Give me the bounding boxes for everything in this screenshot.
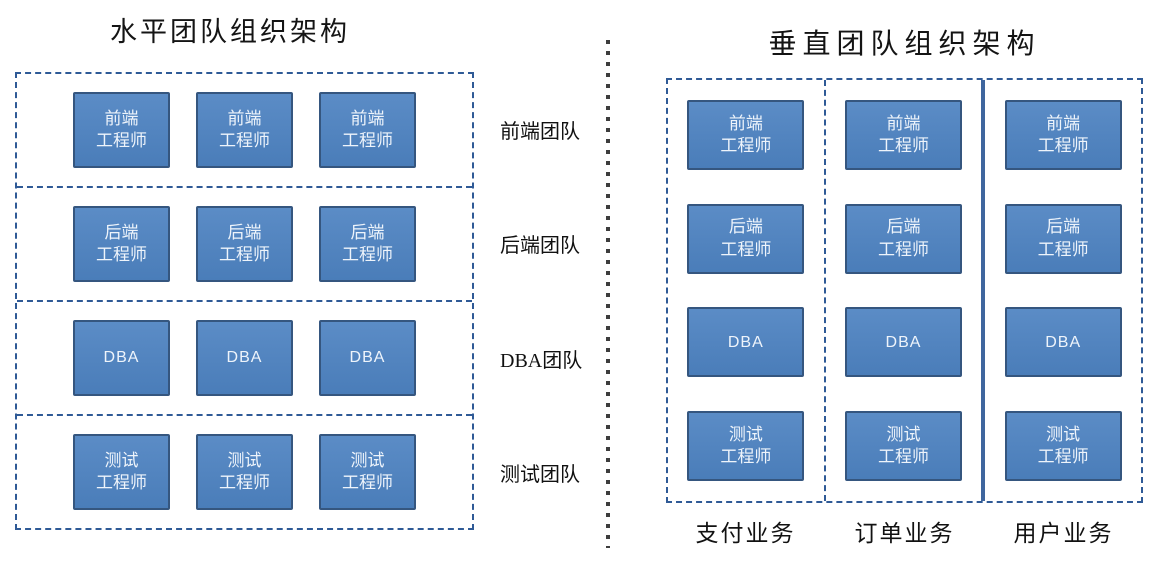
vertical-structure-title: 垂直团队组织架构 bbox=[768, 29, 1041, 60]
role-label-line2: 工程师 bbox=[96, 131, 147, 150]
vertical-structure-container: 前端 工程师 后端 工程师 DBA 测试 工程师 前端 工程师 后端 工程师 bbox=[666, 78, 1143, 503]
role-label-line1: 测试 bbox=[350, 450, 385, 470]
role-label-line2: 工程师 bbox=[878, 446, 929, 466]
team-label-backend: 后端团队 bbox=[500, 235, 580, 258]
role-label-line1: DBA bbox=[727, 333, 764, 351]
role-label-line2: 工程师 bbox=[720, 446, 772, 466]
role-box-frontend: 前端 工程师 bbox=[73, 92, 170, 168]
role-box-test: 测试 工程师 bbox=[319, 434, 416, 510]
role-label-line2: 工程师 bbox=[878, 239, 929, 259]
horizontal-structure-container: 前端 工程师 前端 工程师 前端 工程师 后端 工程师 后端 工程师 后端 bbox=[15, 72, 474, 530]
role-box-dba: DBA bbox=[687, 307, 805, 378]
role-label-line2: 工程师 bbox=[342, 473, 393, 492]
role-label-line1: 测试 bbox=[1046, 424, 1081, 444]
business-label-user: 用户业务 bbox=[1013, 521, 1114, 546]
role-label-line2: 工程师 bbox=[1037, 136, 1089, 155]
role-label-line2: 工程师 bbox=[1037, 446, 1089, 466]
business-column-payment: 前端 工程师 后端 工程师 DBA 测试 工程师 bbox=[668, 80, 824, 501]
role-label-line1: 后端 bbox=[886, 217, 921, 237]
role-label-line2: 工程师 bbox=[342, 131, 393, 150]
role-label-line1: 前端 bbox=[227, 108, 262, 128]
business-label-order: 订单业务 bbox=[854, 521, 955, 546]
role-box-test: 测试 工程师 bbox=[1004, 410, 1122, 481]
role-box-dba: DBA bbox=[196, 320, 293, 396]
role-label-line1: DBA bbox=[349, 349, 386, 367]
role-label-line2: 工程师 bbox=[878, 136, 929, 155]
center-dotted-divider bbox=[606, 40, 610, 548]
team-row-backend: 后端 工程师 后端 工程师 后端 工程师 bbox=[17, 186, 472, 300]
role-label-line1: DBA bbox=[885, 333, 922, 351]
role-label-line2: 工程师 bbox=[1037, 239, 1089, 259]
role-label-line1: 后端 bbox=[728, 217, 763, 237]
role-label-line1: 前端 bbox=[886, 113, 921, 133]
role-box-test: 测试 工程师 bbox=[687, 410, 805, 481]
role-box-frontend: 前端 工程师 bbox=[687, 100, 805, 170]
role-label-line1: 后端 bbox=[104, 222, 139, 242]
team-row-test: 测试 工程师 测试 工程师 测试 工程师 bbox=[17, 414, 472, 528]
team-label-test: 测试团队 bbox=[500, 464, 580, 487]
role-label-line1: 后端 bbox=[1046, 217, 1081, 237]
role-box-dba: DBA bbox=[845, 307, 962, 378]
role-box-test: 测试 工程师 bbox=[196, 434, 293, 510]
role-label-line1: 前端 bbox=[728, 113, 763, 133]
team-row-frontend: 前端 工程师 前端 工程师 前端 工程师 bbox=[17, 74, 472, 186]
role-label-line1: 后端 bbox=[350, 222, 385, 242]
team-labels-column: 前端团队 后端团队 DBA团队 测试团队 bbox=[500, 72, 604, 530]
role-box-dba: DBA bbox=[319, 320, 416, 396]
role-label-line2: 工程师 bbox=[96, 473, 147, 492]
role-label-line2: 工程师 bbox=[219, 473, 270, 492]
role-box-dba: DBA bbox=[1004, 307, 1122, 378]
role-box-frontend: 前端 工程师 bbox=[196, 92, 293, 168]
role-box-frontend: 前端 工程师 bbox=[1004, 100, 1122, 170]
role-label-line2: 工程师 bbox=[342, 245, 393, 264]
role-label-line1: 前端 bbox=[1046, 113, 1081, 133]
role-box-backend: 后端 工程师 bbox=[687, 203, 805, 274]
role-box-backend: 后端 工程师 bbox=[319, 206, 416, 282]
team-row-dba: DBA DBA DBA bbox=[17, 300, 472, 414]
role-label-line1: 前端 bbox=[350, 108, 385, 128]
role-label-line2: 工程师 bbox=[720, 239, 772, 259]
team-label-dba: DBA团队 bbox=[500, 349, 583, 372]
role-box-backend: 后端 工程师 bbox=[1004, 203, 1122, 274]
business-label-payment: 支付业务 bbox=[695, 521, 796, 546]
role-box-dba: DBA bbox=[73, 320, 170, 396]
team-label-frontend: 前端团队 bbox=[500, 120, 580, 143]
role-box-backend: 后端 工程师 bbox=[73, 206, 170, 282]
role-label-line2: 工程师 bbox=[96, 245, 147, 264]
role-label-line1: 后端 bbox=[227, 222, 262, 242]
role-box-backend: 后端 工程师 bbox=[845, 203, 962, 274]
business-column-order: 前端 工程师 后端 工程师 DBA 测试 工程师 bbox=[823, 80, 982, 501]
role-box-test: 测试 工程师 bbox=[845, 410, 962, 481]
role-label-line1: 测试 bbox=[886, 424, 921, 444]
role-label-line2: 工程师 bbox=[219, 131, 270, 150]
role-label-line1: DBA bbox=[103, 349, 140, 367]
role-label-line1: 前端 bbox=[104, 108, 139, 128]
role-box-test: 测试 工程师 bbox=[73, 434, 170, 510]
role-label-line1: DBA bbox=[1045, 333, 1082, 351]
role-label-line2: 工程师 bbox=[219, 245, 270, 264]
business-column-user: 前端 工程师 后端 工程师 DBA 测试 工程师 bbox=[981, 80, 1141, 501]
role-box-frontend: 前端 工程师 bbox=[845, 100, 962, 170]
horizontal-structure-title: 水平团队组织架构 bbox=[110, 17, 350, 47]
role-label-line1: 测试 bbox=[104, 450, 139, 470]
role-label-line1: 测试 bbox=[227, 450, 262, 470]
role-box-backend: 后端 工程师 bbox=[196, 206, 293, 282]
role-label-line1: 测试 bbox=[728, 424, 763, 444]
business-labels-row: 支付业务 订单业务 用户业务 bbox=[666, 514, 1143, 548]
role-label-line1: DBA bbox=[226, 349, 263, 367]
role-box-frontend: 前端 工程师 bbox=[319, 92, 416, 168]
role-label-line2: 工程师 bbox=[720, 136, 772, 155]
